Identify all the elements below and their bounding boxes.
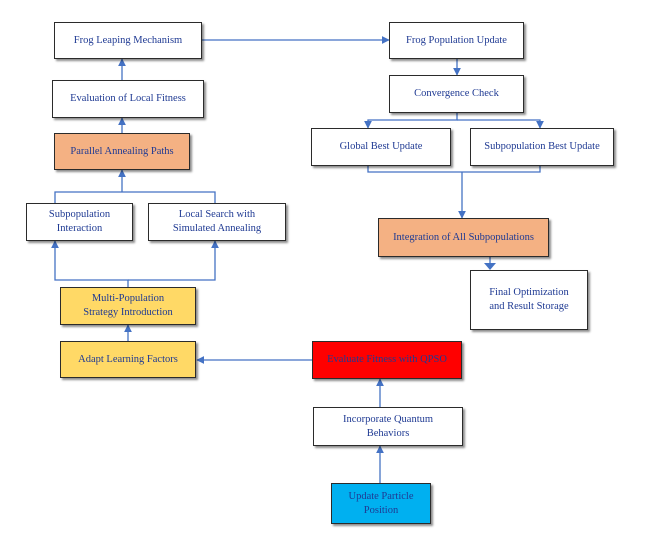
node-adapt-learning-factors: Adapt Learning Factors (60, 341, 196, 378)
node-label: Multi-Population Strategy Introduction (83, 293, 173, 318)
node-label: Incorporate Quantum Behaviors (342, 413, 434, 439)
node-label: Evaluation of Local Fitness (70, 93, 186, 104)
edge-global-to-integration (367, 166, 541, 173)
node-global-best-update: Global Best Update (311, 128, 451, 166)
edge-convergence-to-subpop (457, 119, 544, 129)
node-subpopulation-best-update: Subpopulation Best Update (470, 128, 614, 166)
node-label: Integration of All Subpopulations (393, 231, 534, 243)
node-convergence-check: Convergence Check (389, 75, 524, 113)
node-incorporate-quantum-behaviors: Incorporate Quantum Behaviors (313, 407, 463, 446)
node-label: Final Optimization and Result Storage (489, 287, 569, 312)
node-label: Global Best Update (339, 141, 423, 152)
edge-multipop-to-interaction (51, 240, 129, 287)
node-label: Frog Population Update (406, 34, 507, 46)
node-frog-leaping-mechanism: Frog Leaping Mechanism (54, 22, 202, 59)
node-evaluation-local-fitness: Evaluation of Local Fitness (52, 80, 204, 118)
node-label: Evaluate Fitness with QPSO (327, 354, 447, 365)
node-integration-all-subpopulations: Integration of All Subpopulations (378, 218, 549, 257)
node-label: Subpopulation Best Update (484, 141, 600, 152)
edge-branches-to-annealing (54, 191, 216, 203)
node-label: Frog Leaping Mechanism (73, 34, 183, 46)
node-subpopulation-interaction: Subpopulation Interaction (26, 203, 133, 241)
node-final-optimization-result-storage: Final Optimization and Result Storage (470, 270, 588, 330)
node-multi-population-strategy: Multi-Population Strategy Introduction (60, 287, 196, 325)
edge-multipop-to-localsearch (128, 240, 219, 281)
node-update-particle-position: Update Particle Position (331, 483, 431, 524)
node-label: Parallel Annealing Paths (70, 145, 174, 157)
node-label: Subpopulation Interaction (48, 209, 111, 234)
node-label: Convergence Check (414, 88, 499, 99)
edge-integration-to-final-head (484, 263, 496, 270)
node-label: Adapt Learning Factors (78, 353, 178, 365)
edge-convergence-to-global (364, 113, 458, 129)
node-local-search-simulated-annealing: Local Search with Simulated Annealing (148, 203, 286, 241)
node-parallel-annealing-paths: Parallel Annealing Paths (54, 133, 190, 170)
node-label: Local Search with Simulated Annealing (172, 209, 262, 234)
node-label: Update Particle Position (348, 490, 414, 516)
node-frog-population-update: Frog Population Update (389, 22, 524, 59)
node-evaluate-fitness-qpso: Evaluate Fitness with QPSO (312, 341, 462, 379)
